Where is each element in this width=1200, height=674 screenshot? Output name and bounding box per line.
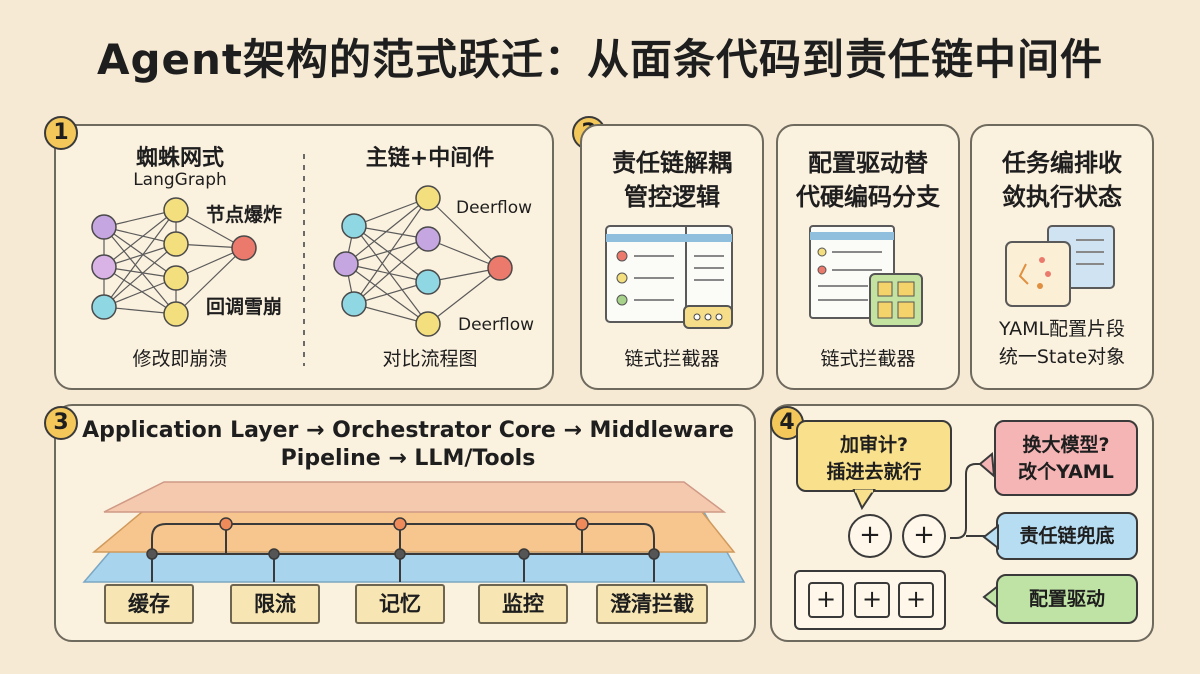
bubble-tail-audit: [852, 489, 876, 511]
connector-lines: [950, 452, 999, 611]
callback-avalanche-label: 回调雪崩: [206, 296, 283, 318]
tag-config-driven: 配置驱动: [996, 574, 1138, 624]
interceptor-list-icon: [605, 225, 733, 329]
main-chain-middleware-title: 主链+中间件: [365, 146, 495, 171]
module-monitor: 监控: [478, 584, 568, 624]
plus-circle-2: +: [902, 514, 946, 558]
bubble-add-audit-line2: 插进去就行: [826, 461, 922, 483]
card3-title-line1: 任务编排收: [1002, 149, 1122, 177]
tag-chain-fallback-label: 责任链兜底: [1019, 525, 1115, 547]
card1-title-line1: 责任链解耦: [612, 149, 732, 177]
node-explosion-label: 节点爆炸: [206, 204, 283, 226]
plus-square-2: +: [854, 582, 890, 618]
card2-title-line2: 代硬编码分支: [796, 183, 940, 211]
deerflow-label-bottom: Deerflow: [458, 315, 535, 335]
spider-web-graph: [91, 154, 305, 366]
layer-stack-diagram: [82, 481, 746, 583]
langgraph-label: LangGraph: [133, 170, 227, 190]
bubble-add-audit-line1: 加审计?: [839, 434, 909, 456]
card3-caption-line2: 统一State对象: [998, 346, 1126, 368]
pipeline-heading-line2: Pipeline → LLM/Tools: [280, 446, 536, 471]
module-rate-limit: 限流: [230, 584, 320, 624]
plus-square-1: +: [808, 582, 844, 618]
deerflow-label-top: Deerflow: [456, 198, 533, 218]
tag-chain-fallback: 责任链兜底: [996, 512, 1138, 560]
module-clarify-intercept: 澄清拦截: [596, 584, 708, 624]
card3-caption-line1: YAML配置片段: [998, 318, 1126, 340]
spider-web-title: 蜘蛛网式: [135, 146, 224, 171]
module-memory: 记忆: [355, 584, 445, 624]
bubble-switch-model-line2: 改个YAML: [1018, 461, 1114, 483]
card3-title-line2: 敛执行状态: [1002, 183, 1122, 211]
plus-square-3: +: [898, 582, 934, 618]
card1-title-line2: 管控逻辑: [624, 183, 720, 211]
modify-crash-label: 修改即崩溃: [132, 348, 228, 370]
bubble-add-audit: 加审计? 插进去就行: [796, 420, 952, 492]
module-cache: 缓存: [104, 584, 194, 624]
state-object-icon: [1005, 225, 1115, 307]
step-badge-3: 3: [44, 406, 78, 440]
card1-caption: 链式拦截器: [624, 348, 720, 370]
plus-circle-1: +: [848, 514, 892, 558]
comparison-flowchart-label: 对比流程图: [382, 348, 478, 370]
main-chain-graph: [333, 185, 513, 337]
bubble-switch-model: 换大模型? 改个YAML: [994, 420, 1138, 496]
pipeline-heading-line1: Application Layer → Orchestrator Core → …: [82, 418, 734, 443]
bubble-switch-model-line1: 换大模型?: [1022, 434, 1110, 456]
config-document-icon: [809, 225, 923, 327]
page-title: Agent架构的范式跃迁：从面条代码到责任链中间件: [96, 35, 1104, 84]
step-badge-1: 1: [44, 116, 78, 150]
card2-caption: 链式拦截器: [820, 348, 916, 370]
tag-config-driven-label: 配置驱动: [1028, 588, 1105, 610]
card2-title-line1: 配置驱动替: [808, 149, 928, 177]
